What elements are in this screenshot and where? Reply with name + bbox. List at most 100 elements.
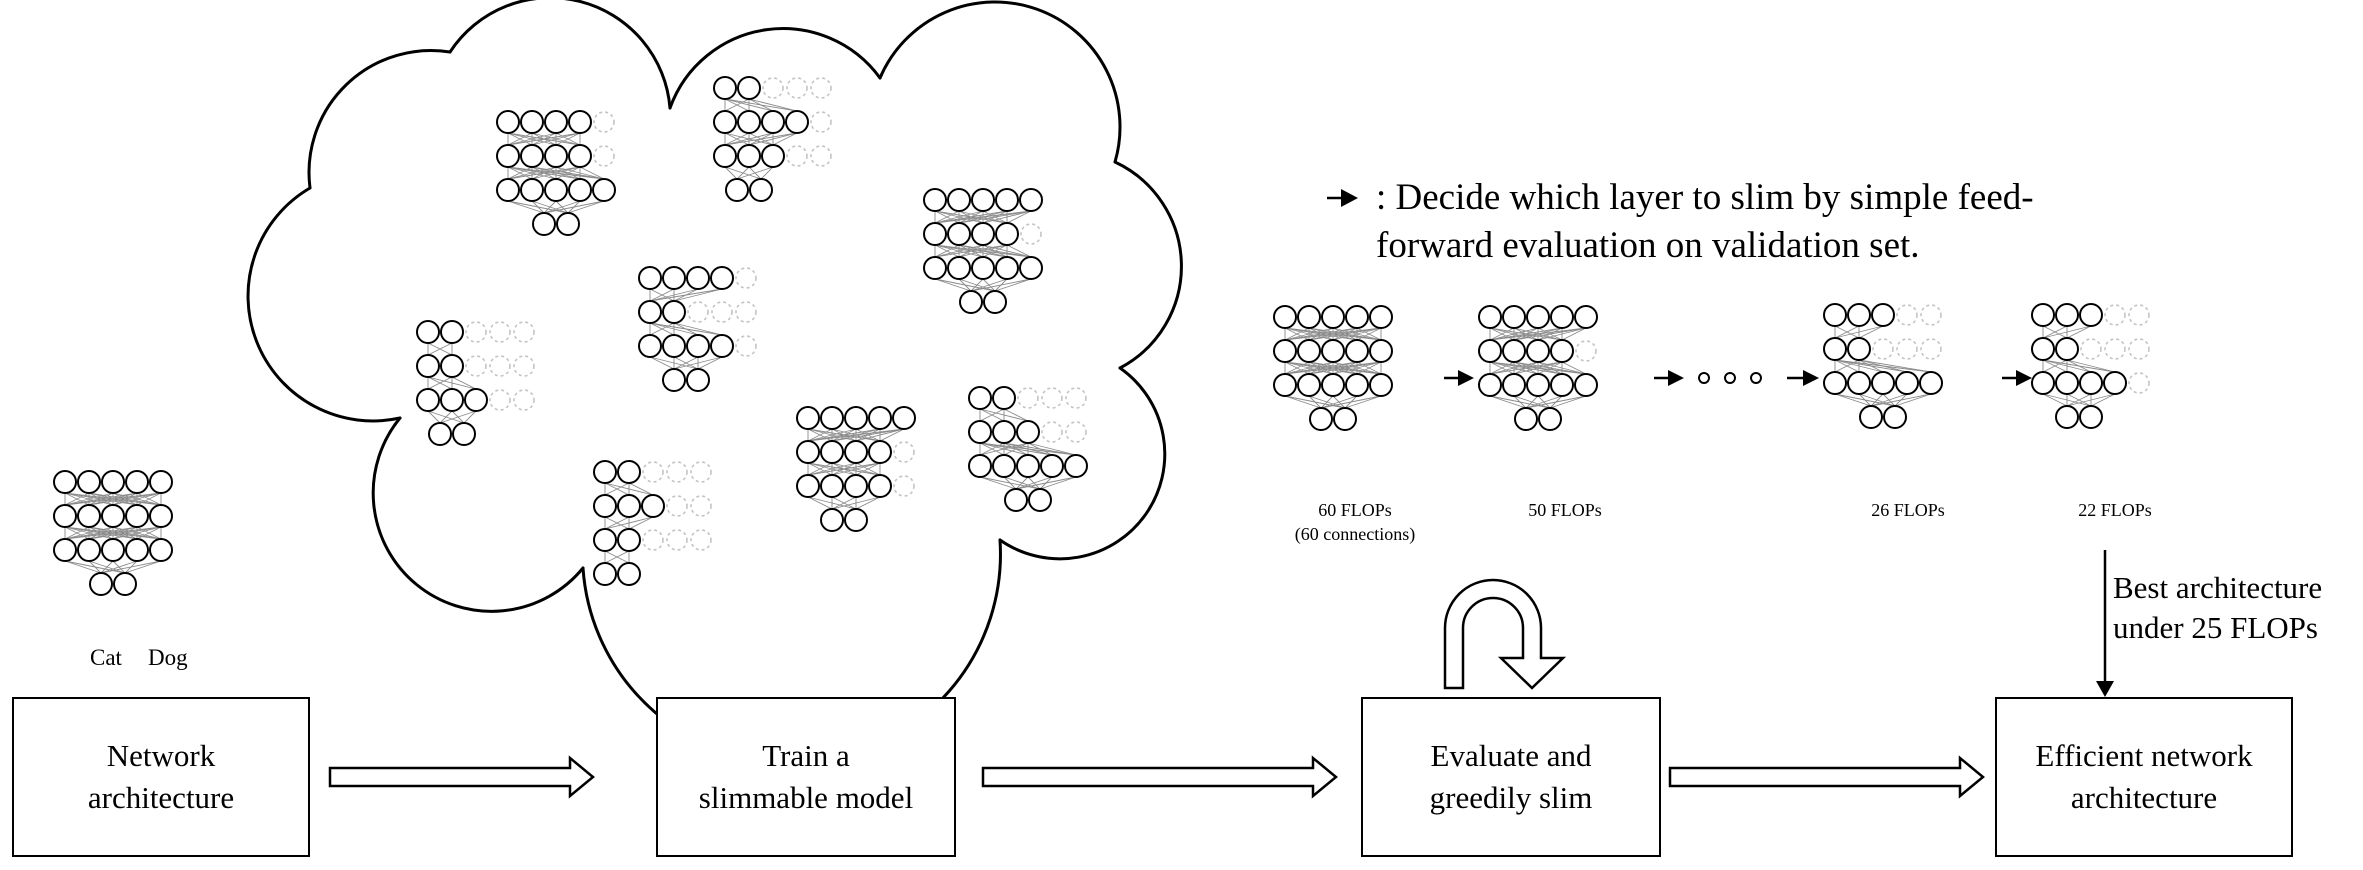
neuron-node	[464, 388, 488, 412]
neuron-node	[1526, 373, 1550, 397]
connection	[136, 492, 162, 506]
connection	[831, 496, 857, 510]
connection	[100, 560, 114, 574]
neuron-node	[617, 460, 641, 484]
output-node	[749, 178, 773, 202]
ellipsis-dots	[1698, 372, 1762, 384]
connection	[1006, 210, 1032, 224]
neuron-node	[544, 110, 568, 134]
connection	[1015, 476, 1029, 490]
connection	[958, 278, 972, 292]
connection	[1513, 327, 1587, 341]
connection	[1489, 327, 1563, 341]
neuron-node	[520, 110, 544, 134]
connection	[807, 462, 833, 476]
inactive-node	[810, 77, 832, 99]
connection	[1003, 476, 1017, 490]
connection	[1489, 327, 1515, 341]
connection	[1284, 361, 1310, 375]
inactive-node	[2128, 304, 2150, 326]
connection	[64, 560, 102, 574]
output-node	[2079, 405, 2103, 429]
base-network	[53, 470, 173, 596]
legend-line-2: forward evaluation on validation set.	[1376, 225, 1920, 266]
connection	[100, 560, 138, 574]
loop-arrow	[1443, 578, 1567, 690]
slim-net-22	[2031, 303, 2150, 429]
neuron-node	[593, 494, 617, 518]
output-node	[686, 368, 710, 392]
neuron-node	[796, 440, 820, 464]
inactive-node	[687, 301, 709, 323]
connection	[543, 200, 605, 214]
connection	[649, 288, 675, 302]
neuron-node	[1478, 339, 1502, 363]
neuron-node	[149, 470, 173, 494]
neuron-node	[1502, 339, 1526, 363]
output-label-dog: Dog	[148, 645, 188, 670]
inactive-node	[642, 529, 664, 551]
connection	[1015, 476, 1077, 490]
connection	[879, 428, 905, 442]
inactive-node	[1020, 223, 1042, 245]
neuron-node	[1502, 373, 1526, 397]
neuron-node	[53, 470, 77, 494]
slimmable-cloud	[246, 0, 1183, 765]
connection	[628, 482, 654, 496]
neuron-node	[868, 440, 892, 464]
connection	[1858, 393, 1872, 407]
connection	[982, 244, 1008, 258]
connection	[1525, 395, 1539, 409]
output-node	[617, 562, 641, 586]
inactive-node	[810, 111, 832, 133]
connection	[1015, 476, 1053, 490]
neuron-node	[1019, 256, 1043, 280]
output-node	[428, 422, 452, 446]
subnet-1	[496, 110, 616, 236]
neuron-node	[662, 334, 686, 358]
connection	[604, 550, 630, 564]
connection	[1003, 408, 1029, 422]
inactive-node	[690, 461, 712, 483]
output-node	[1859, 405, 1883, 429]
connection	[1284, 327, 1334, 341]
neuron-node	[1016, 454, 1040, 478]
neuron-node	[968, 386, 992, 410]
neuron-node	[761, 110, 785, 134]
neuron-node	[923, 256, 947, 280]
inactive-node	[711, 301, 733, 323]
neuron-node	[992, 420, 1016, 444]
neuron-node	[844, 474, 868, 498]
connection	[136, 526, 162, 540]
connection	[2042, 359, 2068, 373]
connection	[2066, 393, 2092, 407]
neuron-node	[1321, 373, 1345, 397]
inactive-node	[2128, 372, 2150, 394]
connection	[88, 492, 162, 506]
inactive-node	[1041, 387, 1063, 409]
output-node	[1004, 488, 1028, 512]
legend-line-1: : Decide which layer to slim by simple f…	[1376, 177, 2034, 218]
neuron-node	[1297, 305, 1321, 329]
neuron-node	[796, 474, 820, 498]
connection	[1513, 395, 1527, 409]
inactive-node	[2080, 338, 2102, 360]
connection	[934, 210, 1008, 224]
connection	[1308, 361, 1382, 375]
connection	[507, 166, 557, 180]
connection	[1549, 395, 1587, 409]
connection	[1027, 442, 1053, 456]
connection	[724, 132, 798, 146]
connection	[2090, 393, 2116, 407]
neuron-node	[796, 406, 820, 430]
neuron-node	[1273, 339, 1297, 363]
neuron-node	[2055, 371, 2079, 395]
inactive-node	[735, 335, 757, 357]
neuron-node	[101, 470, 125, 494]
connection	[934, 278, 972, 292]
stage-label: Train a slimmable model	[698, 738, 914, 815]
connection	[1489, 361, 1515, 375]
connection	[934, 244, 1008, 258]
connection	[427, 376, 453, 390]
neuron-node	[892, 406, 916, 430]
